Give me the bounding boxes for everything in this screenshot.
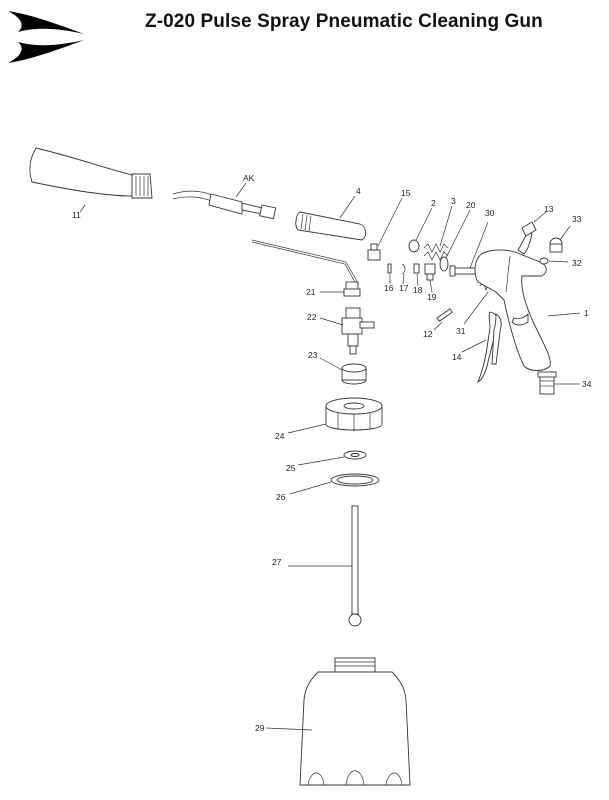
- part-33-plug: [549, 237, 563, 253]
- part-17-clip: [401, 263, 406, 275]
- callout-33: 33: [572, 214, 582, 224]
- callout-32: 32: [572, 258, 582, 268]
- callout-20: 20: [466, 200, 476, 210]
- callout-24: 24: [275, 431, 285, 441]
- callout-17: 17: [399, 283, 409, 293]
- part-1-gun-body: [474, 231, 551, 371]
- part-20-washer: [439, 256, 449, 272]
- callout-25: 25: [286, 463, 296, 473]
- part-25-washer: [343, 450, 367, 460]
- part-34-air-fitting: [537, 371, 557, 395]
- part-13-nipple: [521, 221, 537, 237]
- callout-4: 4: [356, 186, 361, 196]
- callout-34: 34: [582, 379, 592, 389]
- callout-19: 19: [427, 292, 437, 302]
- part-15-fitting: [367, 243, 381, 261]
- logo-upper-wing: [8, 11, 84, 34]
- callout-27: 27: [272, 557, 282, 567]
- part-26-gasket: [330, 473, 380, 487]
- callout-2: 2: [431, 198, 436, 208]
- callout-14: 14: [452, 352, 462, 362]
- part-16-pin: [387, 263, 392, 274]
- part-14-trigger: [477, 311, 502, 383]
- logo-lower-wing: [8, 40, 84, 63]
- part-18-seal: [413, 263, 420, 274]
- callout-26: 26: [276, 492, 286, 502]
- part-ak-hose: [172, 190, 277, 220]
- part-32-o-ring: [539, 257, 549, 265]
- part-2-o-ring: [408, 239, 420, 253]
- callout-12: 12: [423, 329, 433, 339]
- callout-31: 31: [456, 326, 466, 336]
- page-title: Z-020 Pulse Spray Pneumatic Cleaning Gun: [145, 11, 543, 32]
- callout-3: 3: [451, 196, 456, 206]
- callout-ak: AK: [243, 173, 255, 183]
- part-22-valve-body: [341, 307, 375, 355]
- callout-1: 1: [584, 308, 589, 318]
- callout-16: 16: [384, 283, 394, 293]
- callout-15: 15: [401, 188, 411, 198]
- part-21-fitting: [343, 281, 361, 297]
- callout-23: 23: [308, 350, 318, 360]
- part-29-canister: [299, 657, 411, 786]
- callout-30: 30: [485, 208, 495, 218]
- part-19-seat: [424, 263, 436, 281]
- callout-29: 29: [255, 723, 265, 733]
- part-12-pin: [436, 308, 454, 322]
- callout-11: 11: [72, 210, 81, 220]
- callout-22: 22: [307, 312, 317, 322]
- part-27-pickup-tube: [348, 505, 362, 627]
- callout-18: 18: [413, 285, 423, 295]
- part-23-nut: [341, 363, 367, 385]
- part-11-cone-nozzle: [29, 147, 153, 199]
- part-3-spring: [423, 243, 449, 261]
- part-24-cap: [325, 397, 383, 431]
- part-4-barrel: [295, 211, 367, 241]
- part-siphon-wire: [251, 239, 359, 285]
- callout-21: 21: [306, 287, 316, 297]
- brand-logo: [8, 11, 84, 63]
- callout-13: 13: [544, 204, 554, 214]
